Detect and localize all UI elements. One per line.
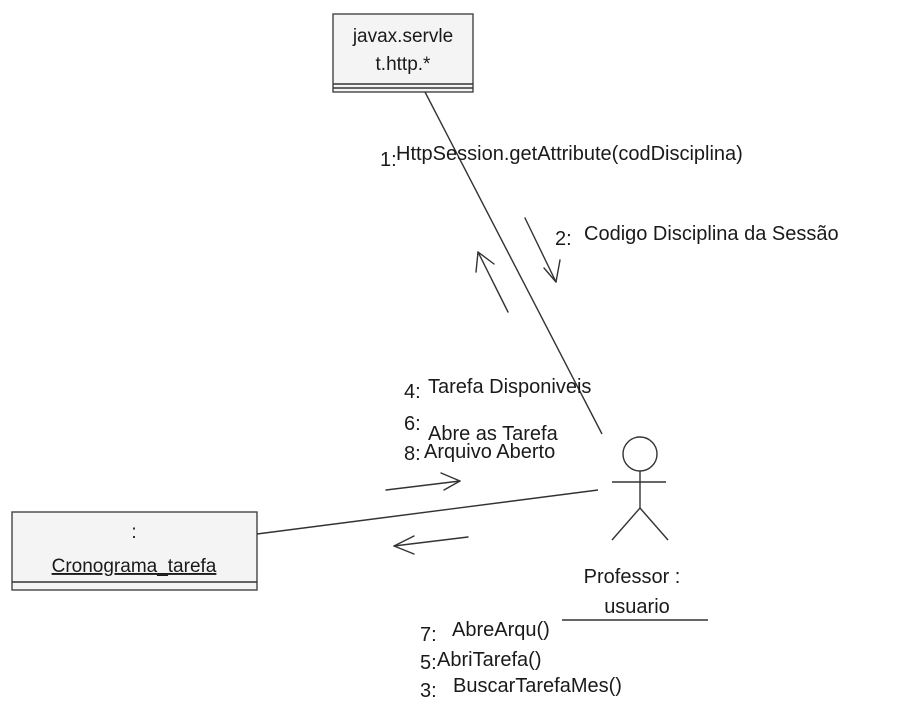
message-6-text: Abre as Tarefa	[428, 423, 559, 445]
arrow-msg2-down	[524, 217, 561, 283]
message-1-number: 1:	[380, 149, 397, 171]
message-1: 1: HttpSession.getAttribute(codDisciplin…	[380, 143, 743, 171]
message-1-text: HttpSession.getAttribute(codDisciplina)	[396, 143, 743, 165]
cronograma-object-name: Cronograma_tarefa	[52, 556, 217, 577]
link-cronograma-actor	[256, 489, 599, 535]
actor-head	[622, 436, 658, 472]
message-5-number: 5:	[420, 652, 437, 674]
cronograma-object-prefix: :	[131, 522, 136, 543]
message-3: 3: BuscarTarefaMes()	[420, 675, 622, 702]
arrow-msg1-up	[475, 251, 509, 313]
servlet-object[interactable]: javax.servle t.http.*	[332, 13, 474, 93]
message-2: 2: Codigo Disciplina da Sessão	[555, 223, 839, 250]
servlet-object-name-line2: t.http.*	[376, 54, 432, 75]
cronograma-object[interactable]: : Cronograma_tarefa	[11, 511, 258, 591]
message-4-number: 4:	[404, 381, 421, 403]
message-6: 6: Abre as Tarefa	[404, 413, 559, 445]
message-3-text: BuscarTarefaMes()	[453, 675, 622, 697]
message-2-text: Codigo Disciplina da Sessão	[584, 223, 839, 245]
actor-name-line1: Professor :	[584, 566, 681, 588]
servlet-object-name-line1: javax.servle	[352, 26, 453, 47]
arrow-from-cronograma	[393, 535, 469, 555]
message-7-number: 7:	[420, 624, 437, 646]
arrow-to-cronograma	[385, 472, 461, 491]
message-2-number: 2:	[555, 228, 572, 250]
message-8: 8: Arquivo Aberto	[404, 441, 555, 465]
actor-name-line2: usuario	[604, 596, 670, 618]
message-6-number: 6:	[404, 413, 421, 435]
message-5-text: AbriTarefa()	[437, 649, 541, 671]
message-4-text: Tarefa Disponiveis	[428, 376, 591, 398]
message-3-number: 3:	[420, 680, 437, 702]
message-8-text: Arquivo Aberto	[424, 441, 555, 463]
link-servlet-actor	[424, 91, 603, 435]
message-7: 7: AbreArqu()	[420, 619, 550, 646]
message-7-text: AbreArqu()	[452, 619, 550, 641]
message-8-number: 8:	[404, 443, 421, 465]
message-5: 5: AbriTarefa()	[420, 649, 541, 674]
message-4: 4: Tarefa Disponiveis	[404, 376, 591, 403]
actor-figure[interactable]	[611, 436, 669, 541]
